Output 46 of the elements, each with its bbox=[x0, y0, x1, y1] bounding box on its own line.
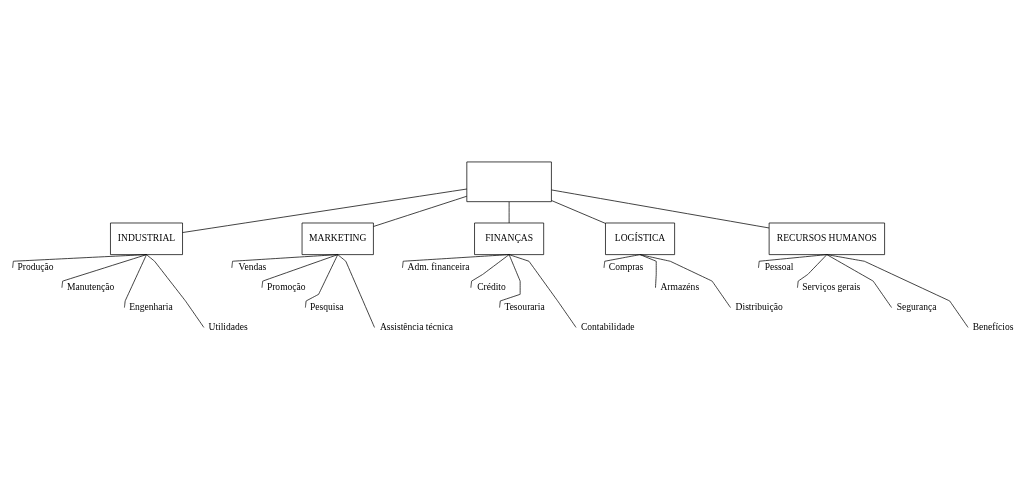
node-text: Segurança bbox=[896, 301, 937, 313]
node-text: Produção bbox=[17, 261, 54, 273]
connector bbox=[261, 254, 339, 289]
connector bbox=[12, 254, 147, 269]
node-text: Pessoal bbox=[764, 261, 794, 273]
node-text: Armazéns bbox=[660, 281, 700, 293]
node-box: LOGÍSTICA bbox=[605, 222, 675, 255]
connector bbox=[826, 254, 969, 328]
node-box bbox=[466, 161, 552, 203]
connector bbox=[182, 188, 468, 233]
node-text: Distribuição bbox=[735, 301, 783, 313]
connector bbox=[826, 254, 892, 308]
connector bbox=[146, 254, 205, 328]
connector bbox=[61, 254, 147, 289]
node-text: Benefícios bbox=[972, 320, 1014, 332]
connector bbox=[551, 200, 606, 224]
connector bbox=[499, 254, 521, 308]
connector bbox=[470, 254, 510, 289]
node-text: Manutenção bbox=[67, 281, 115, 293]
connector bbox=[305, 254, 339, 308]
connector bbox=[797, 254, 828, 289]
node-box: FINANÇAS bbox=[474, 222, 545, 255]
connector bbox=[758, 254, 828, 269]
node-text: Engenharia bbox=[129, 301, 173, 313]
node-text: Serviços gerais bbox=[802, 281, 861, 293]
connector bbox=[639, 254, 657, 289]
node-text: Assistência técnica bbox=[379, 320, 453, 332]
connector bbox=[508, 254, 577, 328]
connector bbox=[124, 254, 147, 308]
node-text: Adm. financeira bbox=[407, 261, 470, 273]
node-text: Tesouraria bbox=[504, 301, 545, 313]
node-text: Pesquisa bbox=[309, 301, 344, 313]
node-text: Vendas bbox=[238, 261, 267, 273]
connector bbox=[373, 195, 468, 227]
node-text: Compras bbox=[608, 261, 644, 273]
node-text: Contabilidade bbox=[580, 320, 635, 332]
node-box: RECURSOS HUMANOS bbox=[768, 222, 885, 255]
connector bbox=[603, 254, 641, 269]
node-text: Promoção bbox=[266, 281, 306, 293]
connector bbox=[337, 254, 375, 328]
node-box: INDUSTRIAL bbox=[110, 222, 183, 255]
node-box: MARKETING bbox=[301, 222, 374, 255]
node-text: Utilidades bbox=[208, 320, 248, 332]
connector bbox=[551, 189, 770, 229]
connector bbox=[639, 254, 731, 308]
node-text: Crédito bbox=[477, 281, 506, 293]
